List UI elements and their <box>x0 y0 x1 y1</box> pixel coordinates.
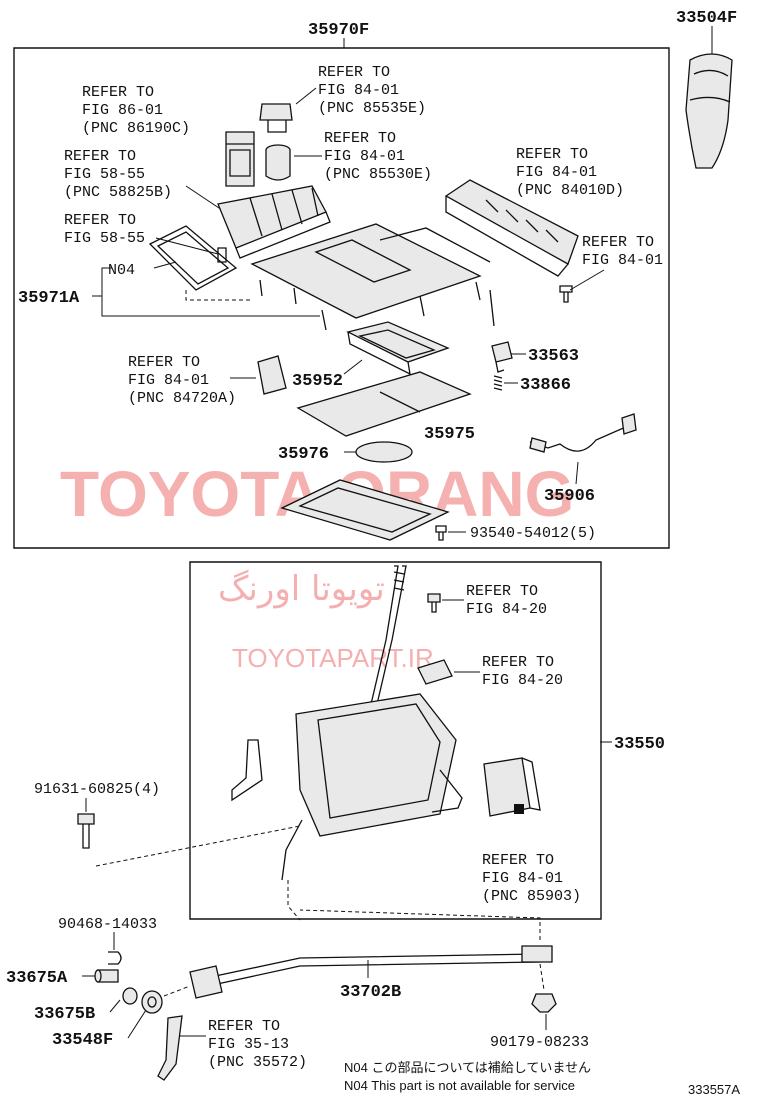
label-35952: 35952 <box>292 372 343 391</box>
ref-86-01-fig: FIG 86-01 <box>82 102 163 119</box>
label-N04: N04 <box>108 262 135 279</box>
bracket-84-20-part <box>417 659 453 685</box>
label-33675A: 33675A <box>6 969 68 988</box>
ref-84-01b-refer: REFER TO <box>324 130 396 147</box>
emblem-35976-part <box>355 441 413 463</box>
ref-58-55b-refer: REFER TO <box>64 212 136 229</box>
ref-84-01e-fig: FIG 84-01 <box>128 372 209 389</box>
ref-84-20a-refer: REFER TO <box>466 583 538 600</box>
wire-35906-part <box>529 413 637 453</box>
ref-84-01e-pnc: (PNC 84720A) <box>128 390 236 407</box>
console-switch-base-part <box>217 185 331 259</box>
retainer-33548F-part <box>141 990 163 1014</box>
screw-93540-part <box>435 525 447 541</box>
watermark-site: TOYOTAPART.IR <box>232 643 434 673</box>
ref-84-01c-refer: REFER TO <box>516 146 588 163</box>
lower-assembly-frame <box>189 561 602 920</box>
ref-84-01d-fig: FIG 84-01 <box>582 252 663 269</box>
ref-84-01a-pnc: (PNC 85535E) <box>318 100 426 117</box>
ref-84-01c-fig: FIG 84-01 <box>516 164 597 181</box>
gasket-n04-part <box>148 225 250 301</box>
ref-35-13-pnc: (PNC 35572) <box>208 1054 307 1071</box>
ref-58-55a-refer: REFER TO <box>64 148 136 165</box>
label-33504F: 33504F <box>676 9 737 28</box>
ref-84-01f-pnc: (PNC 85903) <box>482 888 581 905</box>
ref-84-20a-fig: FIG 84-20 <box>466 601 547 618</box>
watermark-persian: تویوتا اورنگ <box>218 569 385 609</box>
label-93540-54012: 93540-54012(5) <box>470 525 596 542</box>
switch-86190C-part <box>225 131 255 187</box>
ref-84-01d-refer: REFER TO <box>582 234 654 251</box>
bolt-84-20-part <box>427 593 441 613</box>
label-35906: 35906 <box>544 487 595 506</box>
pin-33675A-part <box>94 969 119 983</box>
console-lower-body-part <box>280 479 450 541</box>
ref-86-01-refer: REFER TO <box>82 84 154 101</box>
ref-58-55a-fig: FIG 58-55 <box>64 166 145 183</box>
note-n04-english: N04 This part is not available for servi… <box>344 1078 575 1093</box>
lever-35572-part <box>157 1015 183 1081</box>
socket-85530E-part <box>265 144 291 181</box>
ref-84-20b-fig: FIG 84-20 <box>482 672 563 689</box>
label-35971A: 35971A <box>18 289 80 308</box>
ecu-85903-part <box>483 757 541 817</box>
screw-84-01-part <box>559 285 573 303</box>
screw-58-55-part <box>217 247 227 263</box>
shift-assembly-33550-part <box>231 693 463 881</box>
ref-35-13-fig: FIG 35-13 <box>208 1036 289 1053</box>
label-33702B: 33702B <box>340 983 401 1002</box>
note-n04-japanese: N04 この部品については補給していません <box>344 1060 591 1075</box>
ref-84-01f-fig: FIG 84-01 <box>482 870 563 887</box>
ref-35-13-refer: REFER TO <box>208 1018 280 1035</box>
ref-84-01c-pnc: (PNC 84010D) <box>516 182 624 199</box>
cable-33702B-part <box>189 945 553 999</box>
switch-panel-84010D-part <box>444 179 579 277</box>
ref-84-01a-fig: FIG 84-01 <box>318 82 399 99</box>
cap-85535E-part <box>259 103 293 133</box>
ref-58-55b-fig: FIG 58-55 <box>64 230 145 247</box>
ref-84-20b-refer: REFER TO <box>482 654 554 671</box>
switch-84720A-part <box>257 355 287 395</box>
clip-90468-part <box>108 951 122 965</box>
bushing-33675B-part <box>122 987 138 1005</box>
ref-84-01f-refer: REFER TO <box>482 852 554 869</box>
ref-86-01-pnc: (PNC 86190C) <box>82 120 190 137</box>
label-35976: 35976 <box>278 445 329 464</box>
ref-84-01b-fig: FIG 84-01 <box>324 148 405 165</box>
label-33675B: 33675B <box>34 1005 95 1024</box>
label-35975: 35975 <box>424 425 475 444</box>
ref-58-55a-pnc: (PNC 58825B) <box>64 184 172 201</box>
label-90468-14033: 90468-14033 <box>58 916 157 933</box>
label-33550: 33550 <box>614 735 665 754</box>
ref-84-01a-refer: REFER TO <box>318 64 390 81</box>
bolt-91631-part <box>77 813 95 849</box>
label-35970F: 35970F <box>308 21 369 40</box>
upper-assembly-frame <box>13 47 670 549</box>
housing-35952-part <box>346 321 450 376</box>
diagram-id: 333557A <box>688 1082 740 1097</box>
label-33548F: 33548F <box>52 1031 113 1050</box>
label-90179-08233: 90179-08233 <box>490 1034 589 1051</box>
spring-33866-part <box>493 375 503 391</box>
shift-knob-part <box>685 53 733 169</box>
console-upper-panel-part <box>250 223 495 331</box>
label-91631-60825: 91631-60825(4) <box>34 781 160 798</box>
plate-35975-part <box>296 371 472 437</box>
ref-84-01b-pnc: (PNC 85530E) <box>324 166 432 183</box>
button-33563-part <box>491 341 513 373</box>
label-33563: 33563 <box>528 347 579 366</box>
nut-90179-part <box>531 993 557 1013</box>
ref-84-01e-refer: REFER TO <box>128 354 200 371</box>
label-33866: 33866 <box>520 376 571 395</box>
